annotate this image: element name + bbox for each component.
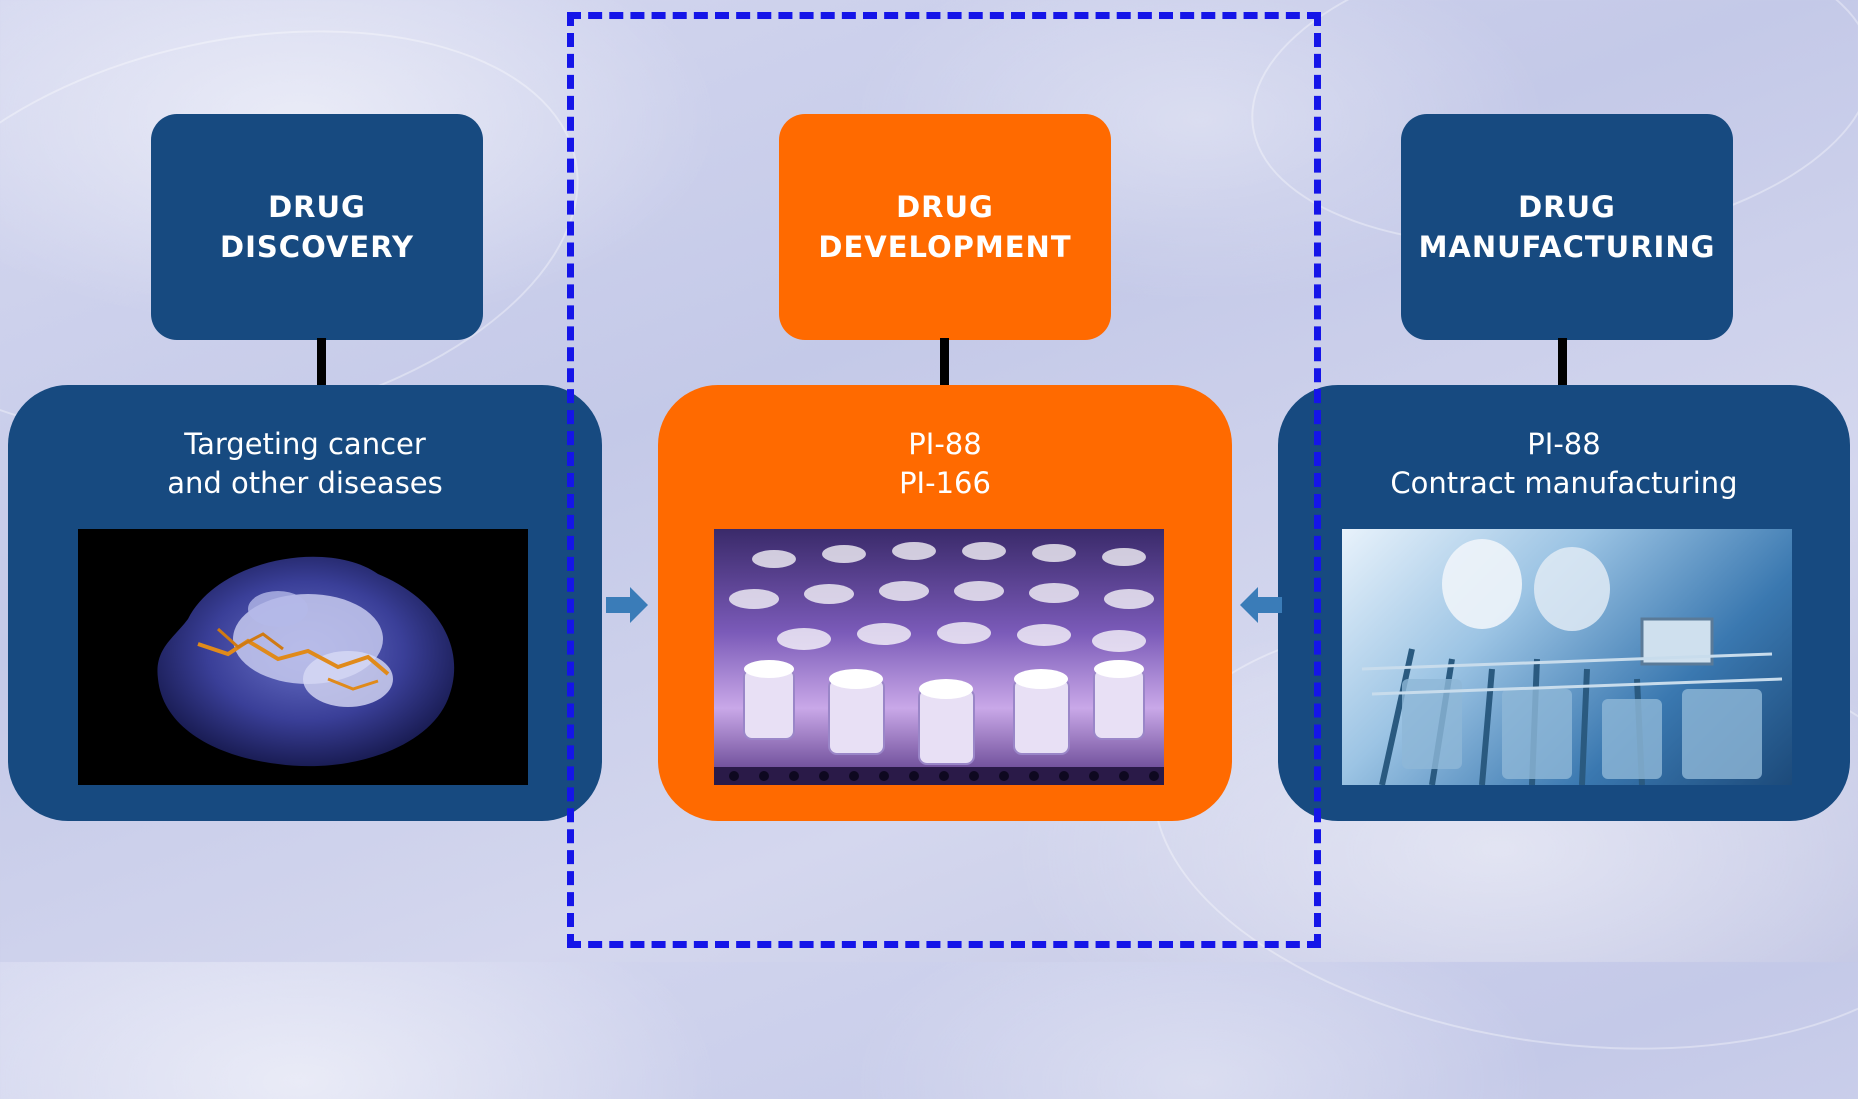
panel-description: PI-88 Contract manufacturing — [1278, 425, 1850, 503]
arrow-left-icon — [1238, 585, 1282, 629]
header-title-line1: DRUG — [896, 190, 994, 224]
desc-line2: PI-166 — [899, 466, 991, 500]
header-title-line2: DEVELOPMENT — [818, 230, 1072, 264]
connector-line — [317, 338, 326, 386]
drug-discovery-header: DRUG DISCOVERY — [151, 114, 483, 340]
connector-line — [940, 338, 949, 386]
panel-description: PI-88 PI-166 — [658, 425, 1232, 503]
vials-image — [714, 529, 1164, 785]
drug-discovery-panel: Targeting cancer and other diseases — [8, 385, 602, 821]
drug-development-header: DRUG DEVELOPMENT — [779, 114, 1111, 340]
drug-manufacturing-header: DRUG MANUFACTURING — [1401, 114, 1733, 340]
header-title-line2: MANUFACTURING — [1418, 230, 1716, 264]
arrow-right-icon — [606, 585, 650, 629]
manufacturing-lab-image — [1342, 529, 1792, 785]
drug-development-panel: PI-88 PI-166 — [658, 385, 1232, 821]
header-title-line2: DISCOVERY — [220, 230, 414, 264]
desc-line2: and other diseases — [167, 466, 443, 500]
desc-line1: PI-88 — [1527, 427, 1601, 461]
desc-line1: PI-88 — [908, 427, 982, 461]
header-title-line1: DRUG — [1518, 190, 1616, 224]
desc-line2: Contract manufacturing — [1390, 466, 1738, 500]
drug-manufacturing-panel: PI-88 Contract manufacturing — [1278, 385, 1850, 821]
connector-line — [1558, 338, 1567, 386]
panel-description: Targeting cancer and other diseases — [8, 425, 602, 503]
header-title-line1: DRUG — [268, 190, 366, 224]
desc-line1: Targeting cancer — [184, 427, 426, 461]
protein-structure-image — [78, 529, 528, 785]
